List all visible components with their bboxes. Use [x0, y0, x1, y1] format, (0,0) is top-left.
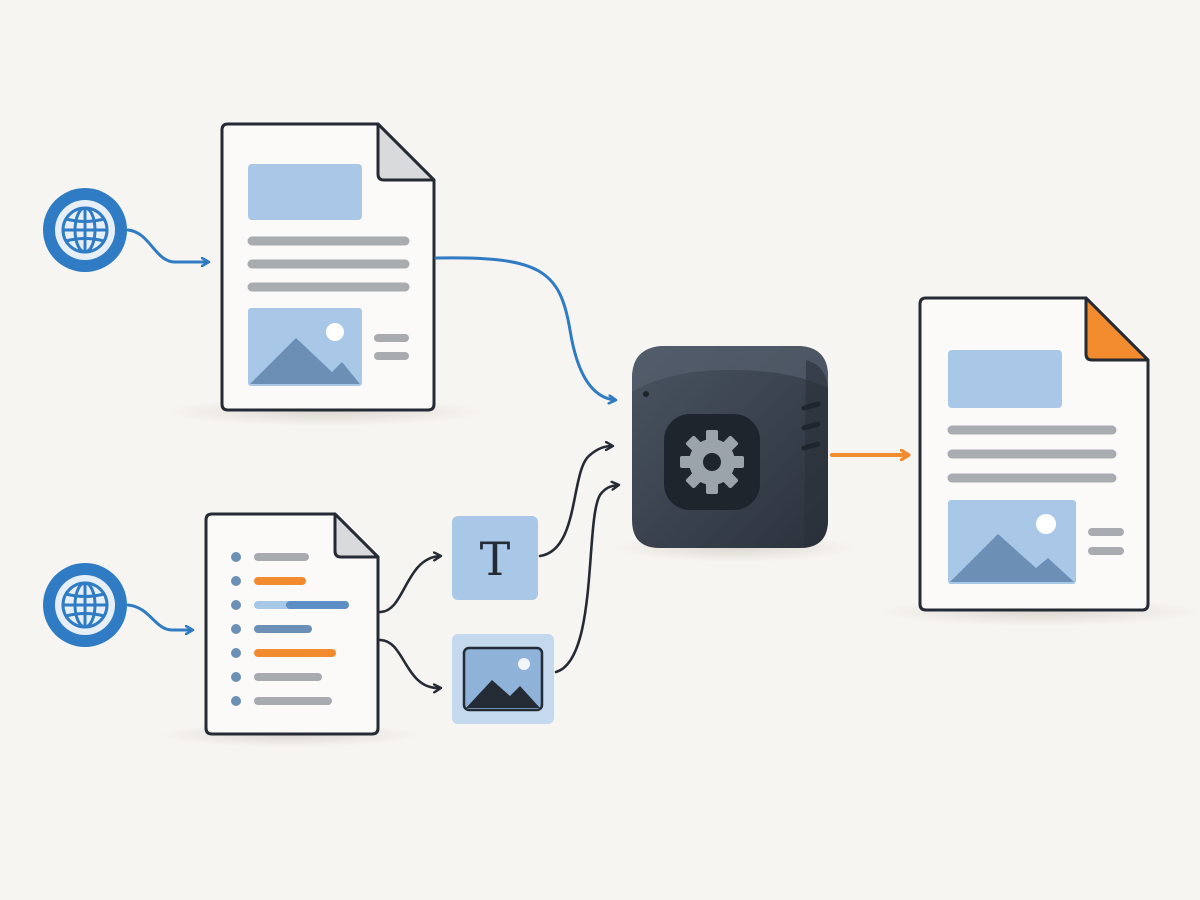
arrow-globe-to-webpage — [126, 228, 208, 262]
list-bullets — [231, 552, 241, 706]
globe-icon — [43, 563, 127, 647]
image-icon — [248, 308, 362, 386]
header-block — [948, 350, 1062, 408]
source-list-document — [204, 512, 380, 736]
text-icon: T — [480, 532, 511, 586]
arrow-list-to-text — [378, 556, 440, 614]
globe-icon — [43, 188, 127, 272]
image-icon — [948, 500, 1076, 584]
page-fold — [376, 122, 436, 182]
text-chip: T — [452, 516, 538, 600]
processing-engine — [632, 346, 828, 548]
image-icon — [462, 646, 544, 712]
page-fold — [333, 512, 380, 559]
arrow-globe-to-list — [126, 603, 192, 630]
page-fold — [1084, 296, 1150, 362]
caption-lines — [1088, 528, 1124, 555]
arrow-webpage-to-engine — [434, 256, 615, 400]
source-webpage-document — [220, 122, 436, 412]
arrow-list-to-image — [378, 638, 440, 688]
header-block — [248, 164, 362, 220]
gear-icon — [680, 430, 744, 494]
caption-lines — [374, 334, 409, 360]
list-lines — [254, 553, 349, 705]
arrow-text-to-engine — [538, 446, 612, 558]
text-lines — [247, 236, 410, 292]
text-lines — [947, 425, 1117, 483]
indicator-dot — [643, 391, 649, 397]
vent-slots — [801, 401, 821, 451]
image-chip — [452, 634, 554, 724]
arrow-image-to-engine — [554, 485, 618, 674]
output-document — [918, 296, 1150, 612]
